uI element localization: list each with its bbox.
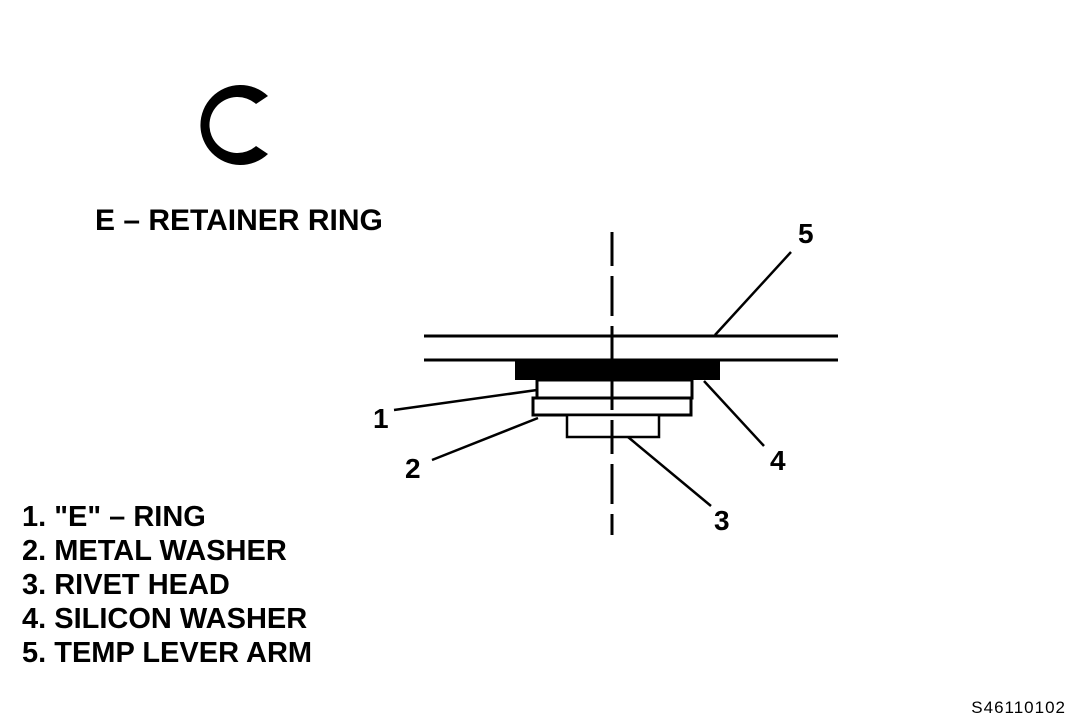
silicon-washer [515, 360, 720, 380]
callout-3: 3 [714, 505, 730, 536]
figure-code: S46110102 [971, 698, 1066, 717]
legend-item-metal-washer: 2. METAL WASHER [22, 535, 287, 567]
legend-item-silicon-washer: 4. SILICON WASHER [22, 603, 308, 635]
e-ring-part [535, 378, 694, 400]
leader-line-1 [393, 388, 538, 412]
legend-item-temp-lever-arm: 5. TEMP LEVER ARM [22, 637, 313, 669]
e-ring-inner-tab [243, 116, 262, 132]
callout-4: 4 [770, 445, 786, 476]
e-ring-gap-bottom [213, 127, 231, 130]
legend-item-e-ring: 1. "E" – RING [22, 501, 206, 533]
callout-1: 1 [373, 403, 389, 434]
legend-item-rivet-head: 3. RIVET HEAD [22, 569, 230, 601]
parts-legend: 1. "E" – RING 2. METAL WASHER 3. RIVET H… [22, 500, 312, 670]
leader-line-2 [431, 416, 539, 462]
e-ring-icon [200, 85, 268, 165]
leader-line-5 [714, 251, 792, 336]
leader-line-4 [703, 380, 765, 447]
callout-2: 2 [405, 453, 421, 484]
e-ring-gap-top [213, 120, 231, 123]
diagram-heading: E – RETAINER RING [95, 204, 383, 237]
leader-line-3 [627, 436, 712, 507]
callout-5: 5 [798, 218, 814, 249]
